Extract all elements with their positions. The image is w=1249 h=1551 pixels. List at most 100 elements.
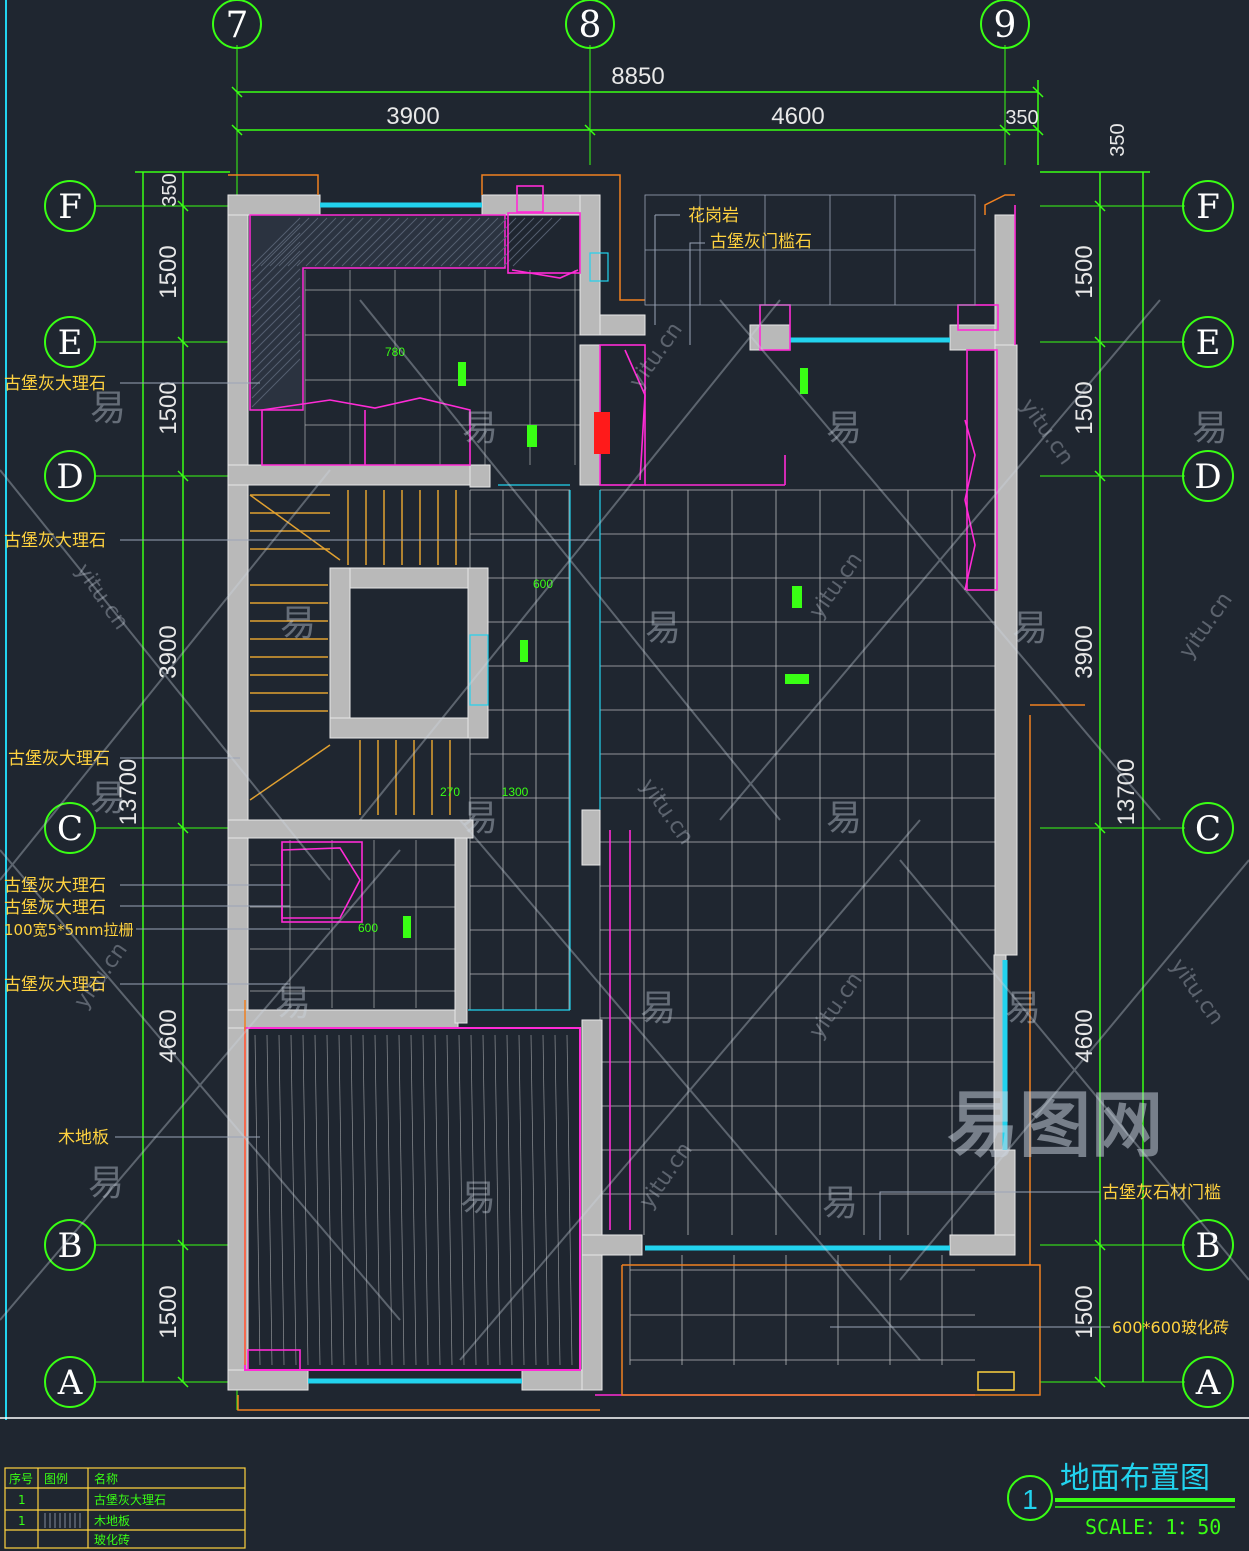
pattern-line	[269, 217, 319, 267]
watermark-site: yitu.cn	[804, 968, 867, 1044]
pattern-line	[431, 217, 481, 267]
drawing-number: 1	[1022, 1484, 1038, 1515]
material-annotations: 花岗岩 古堡灰门槛石 古堡灰大理石 古堡灰大理石 古堡灰大理石 古堡灰大理石 古…	[4, 206, 1229, 1337]
dim-top-seg-1: 3900	[386, 103, 439, 130]
pattern-line	[251, 331, 301, 381]
watermark-glyph: 易	[90, 778, 126, 819]
watermark-glyph: 易	[826, 408, 862, 449]
label-marble-4: 古堡灰大理石	[4, 876, 106, 896]
pattern-line	[512, 217, 562, 267]
watermark-glyph: 易	[640, 988, 676, 1029]
pattern-line	[296, 217, 346, 267]
label-marble-5: 古堡灰大理石	[4, 898, 106, 918]
pattern-line	[362, 1034, 369, 1366]
axis-label-7: 7	[226, 5, 249, 46]
small-dim-marks	[403, 362, 809, 938]
pattern-line	[476, 217, 526, 267]
legend-row-index: 1	[18, 1514, 26, 1528]
wood-floor-hatch	[254, 1034, 573, 1366]
pattern-line	[278, 1034, 285, 1366]
pattern-line	[254, 1034, 261, 1366]
watermark-glyph: 易	[90, 388, 126, 429]
axis-label-E-left: E	[58, 323, 83, 363]
pattern-line	[290, 1034, 297, 1366]
watermark-glyph: 易	[826, 798, 862, 839]
legend-row-name: 玻化砖	[94, 1532, 130, 1547]
fireplace-icon	[594, 412, 610, 454]
pattern-line	[458, 1034, 465, 1366]
pattern-line	[404, 217, 454, 267]
dim-left-seg-3: 1500	[155, 381, 182, 434]
label-marble-3: 古堡灰大理石	[8, 749, 110, 769]
pattern-line	[350, 1034, 357, 1366]
legend-header-name: 名称	[94, 1471, 118, 1486]
watermark-glyphs: 易 易 易 易 易 易 易 易 易 易 易 易 易 易 易 易	[88, 388, 1228, 1224]
axis-label-8: 8	[579, 5, 602, 46]
pattern-line	[302, 1034, 309, 1366]
room-dim-3: 270	[440, 785, 460, 799]
pattern-line	[395, 217, 445, 267]
pattern-line	[506, 1034, 513, 1366]
label-marble-2: 古堡灰大理石	[4, 531, 106, 551]
pattern-line	[278, 217, 328, 267]
pattern-line	[251, 313, 301, 363]
pattern-line	[503, 217, 553, 267]
outline-lines	[228, 174, 1085, 1411]
dim-right-seg-5: 4600	[1071, 1009, 1098, 1062]
room-dim-4: 1300	[502, 785, 529, 799]
dimension-texts: 8850 3900 4600 350 350 1500 1500 3900 46…	[115, 63, 1140, 1339]
kitchen-tile-grid	[250, 270, 580, 1008]
axis-label-F-left: F	[58, 187, 82, 227]
watermark-glyph: 易	[280, 603, 316, 644]
axis-label-A-right: A	[1195, 1363, 1221, 1403]
pattern-line	[249, 744, 331, 801]
dim-right-total: 13700	[1113, 759, 1140, 826]
pattern-line	[530, 1034, 537, 1366]
axis-label-F-right: F	[1196, 187, 1220, 227]
label-tile: 600*600玻化砖	[1112, 1318, 1229, 1337]
legend-texts: 序号 图例 名称 1 古堡灰大理石 1 木地板 玻化砖	[9, 1471, 166, 1547]
pattern-line	[260, 217, 310, 267]
axis-label-9: 9	[994, 5, 1017, 46]
watermark-glyph: 易	[1012, 608, 1048, 649]
label-granite: 花岗岩	[688, 206, 739, 226]
pattern-line	[326, 1034, 333, 1366]
legend-row-index: 1	[18, 1493, 26, 1507]
pattern-line	[341, 217, 391, 267]
pattern-line	[251, 304, 301, 354]
pattern-line	[410, 1034, 417, 1366]
room-dim-5: 600	[358, 921, 378, 935]
dim-right-seg-4: 3900	[1071, 625, 1098, 678]
pattern-line	[386, 1034, 393, 1366]
legend-row-name: 木地板	[94, 1514, 130, 1528]
watermark-site: yitu.cn	[804, 548, 867, 624]
walls	[227, 194, 1018, 1391]
staircase	[249, 490, 457, 815]
room-dim-1: 780	[385, 345, 405, 359]
watermark-glyph: 易	[462, 798, 498, 839]
pattern-line	[251, 250, 301, 300]
floor-tile-grid	[469, 489, 995, 1365]
pattern-line	[494, 1034, 501, 1366]
pattern-line	[251, 277, 301, 327]
pattern-line	[368, 217, 418, 267]
watermark-lines	[0, 299, 1249, 1361]
dim-right-seg-2: 1500	[1071, 245, 1098, 298]
dim-left-seg-6: 1500	[155, 1285, 182, 1338]
dim-right-seg-6: 1500	[1071, 1285, 1098, 1338]
room-dim-texts: 780 600 270 1300 600	[358, 345, 553, 935]
pattern-line	[251, 241, 301, 291]
pattern-line	[542, 1034, 549, 1366]
pattern-line	[485, 217, 535, 267]
pattern-line	[314, 1034, 321, 1366]
window-frames	[468, 252, 609, 1011]
kitchen-counter	[249, 214, 562, 411]
windows	[308, 202, 1008, 1384]
label-grille: 100宽5*5mm拉栅	[4, 921, 133, 939]
dim-left-total: 13700	[115, 759, 142, 826]
watermark-glyph: 易	[1005, 988, 1041, 1029]
axis-label-A-left: A	[57, 1363, 83, 1403]
right-dimension-lines	[1040, 171, 1150, 1388]
pattern-line	[332, 217, 382, 267]
pattern-line	[338, 1034, 345, 1366]
